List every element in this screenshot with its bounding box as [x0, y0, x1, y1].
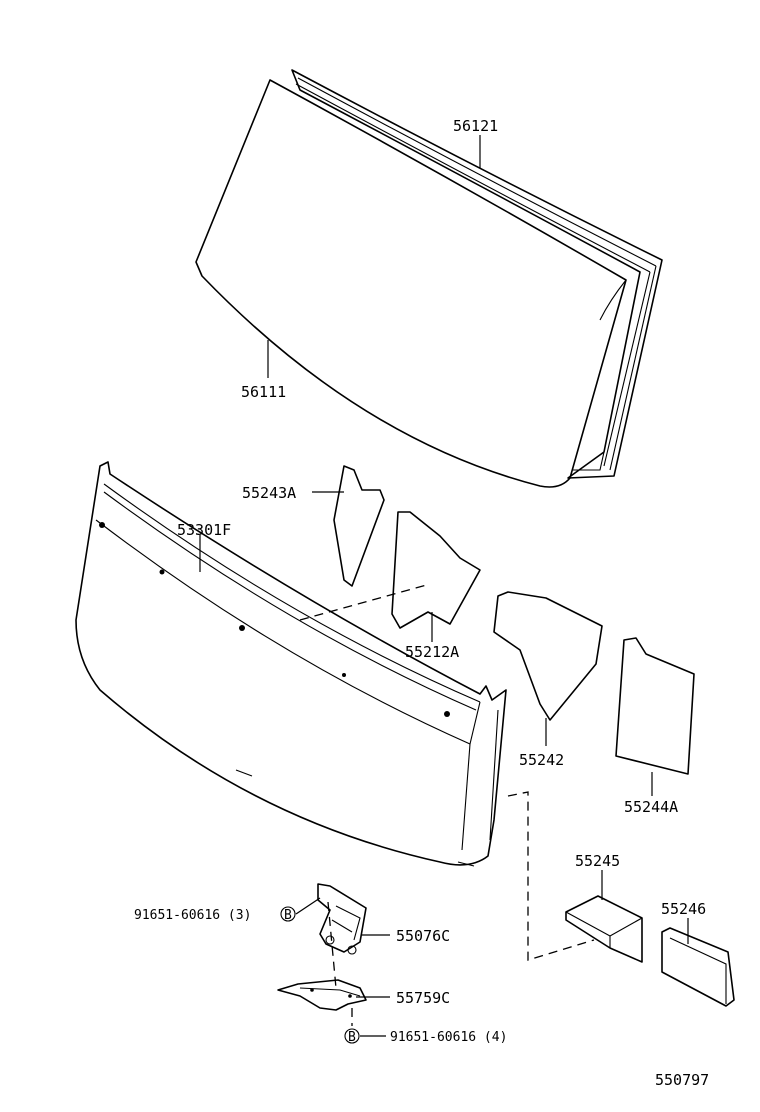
label-pad-55242: 55242: [519, 751, 564, 769]
bolt-symbol-lower-label: B: [348, 1030, 356, 1045]
pad-55242: [493, 591, 603, 721]
back-panel: [75, 461, 507, 867]
guide-dashes: [299, 583, 595, 1026]
pad-55243a: [333, 465, 385, 587]
back-glass-seal: [291, 69, 663, 479]
bolt-symbol-upper: B: [280, 906, 296, 923]
plate-55759c: [277, 979, 367, 1011]
label-glass-seal: 56121: [453, 117, 498, 135]
label-spacer-55246: 55246: [661, 900, 706, 918]
back-glass: [195, 79, 627, 488]
label-back-glass: 56111: [241, 383, 286, 401]
pad-55212a: [391, 511, 481, 629]
label-spacer-55245: 55245: [575, 852, 620, 870]
bolt-symbol-upper-label: B: [284, 908, 292, 923]
label-pad-55212a: 55212A: [405, 643, 459, 661]
bracket-55076c: [317, 883, 367, 955]
label-bolt-lower: 91651-60616 (4): [390, 1030, 507, 1045]
leader-lines: [199, 135, 689, 1037]
label-plate: 55759C: [396, 989, 450, 1007]
bolt-symbol-lower: B: [344, 1028, 360, 1045]
label-pad-55243a: 55243A: [242, 484, 296, 502]
label-bracket: 55076C: [396, 927, 450, 945]
label-panel: 53301F: [177, 521, 231, 539]
label-bolt-upper: 91651-60616 (3): [134, 908, 251, 923]
diagram-id: 550797: [655, 1071, 709, 1089]
spacer-55246: [661, 927, 735, 1007]
spacer-55245: [565, 895, 643, 963]
pad-55244a: [615, 637, 695, 775]
label-pad-55244a: 55244A: [624, 798, 678, 816]
